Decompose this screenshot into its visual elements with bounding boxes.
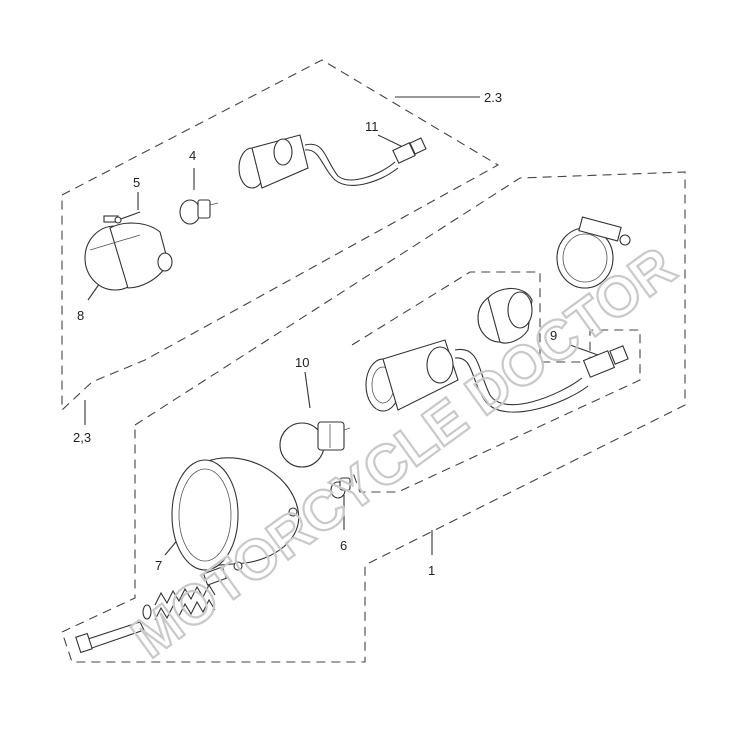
assembly-outline-1 — [61, 171, 686, 663]
leader-9 — [569, 344, 599, 356]
inner-outline-socket — [351, 271, 641, 493]
part-11-socket-wire — [238, 134, 427, 189]
callout-1: 1 — [428, 563, 435, 578]
callout-6: 6 — [340, 538, 347, 553]
callout-2-3-left: 2,3 — [73, 430, 91, 445]
callout-2-3-top: 2.3 — [484, 90, 502, 105]
part-hose-clamp — [556, 216, 631, 289]
part-4-small-bulb — [179, 199, 219, 225]
callout-9: 9 — [550, 328, 557, 343]
assembly-outline-2-3 — [61, 59, 500, 412]
part-10-main-bulb — [279, 421, 351, 468]
callout-4: 4 — [189, 148, 196, 163]
part-6-pilot-bulb — [330, 477, 351, 499]
part-7-headlamp-unit — [171, 457, 300, 571]
part-8-lamp-housing — [84, 215, 173, 291]
watermark-text: MOTORCYCLE DOCTOR — [120, 234, 686, 670]
part-5-screw — [114, 211, 141, 224]
callout-8: 8 — [77, 308, 84, 323]
leader-11 — [377, 134, 406, 149]
callout-11: 11 — [365, 119, 379, 134]
part-adjusting-screw — [75, 566, 228, 654]
leader-10 — [304, 371, 311, 409]
callout-5: 5 — [133, 175, 140, 190]
callout-7: 7 — [155, 558, 162, 573]
part-9-main-socket — [365, 339, 629, 413]
callout-10: 10 — [295, 355, 309, 370]
part-rubber-boot — [477, 287, 533, 344]
